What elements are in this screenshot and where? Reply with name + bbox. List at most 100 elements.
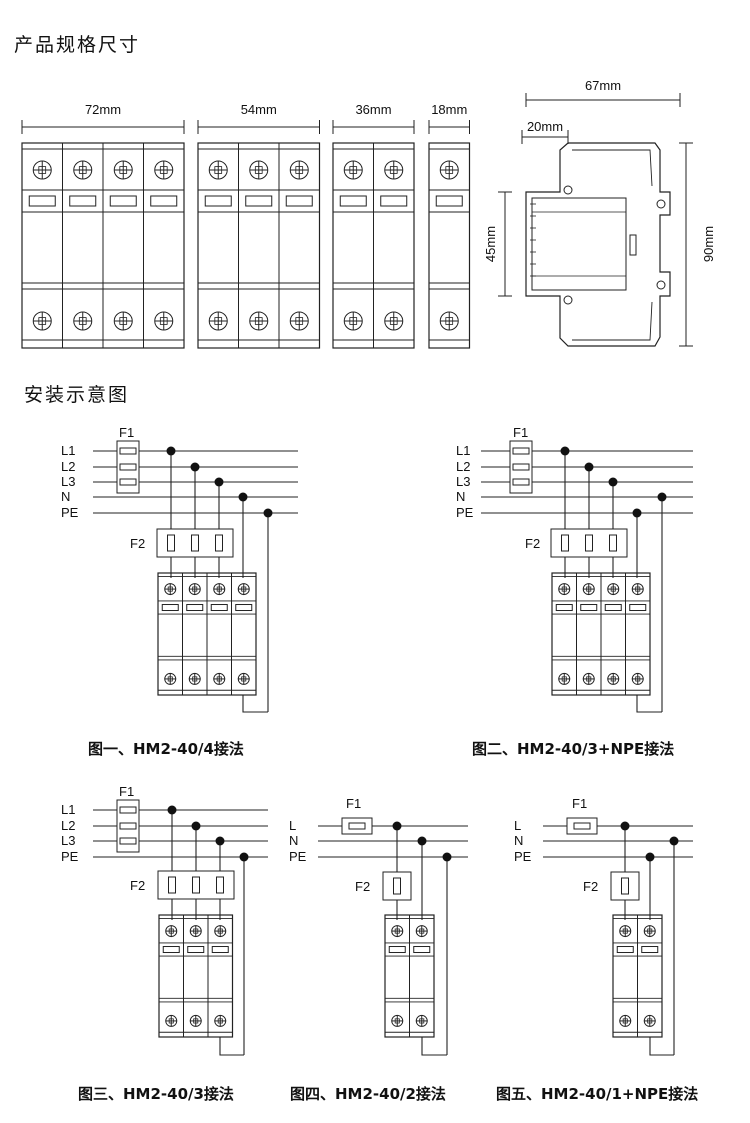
status-window (245, 195, 273, 207)
screw-terminal-icon (631, 583, 644, 596)
width-label: 54mm (241, 102, 277, 117)
bus-label-PE: PE (61, 505, 79, 520)
fuse-f2-label: F2 (355, 879, 370, 894)
screw-terminal-icon (73, 311, 93, 331)
status-window (150, 195, 178, 207)
ground-return-wire (649, 1037, 674, 1056)
screw-terminal-icon (607, 583, 620, 596)
screw-square (167, 676, 173, 682)
screw-square (168, 1018, 174, 1024)
screw-terminal-icon (208, 311, 228, 331)
status-window (555, 604, 573, 612)
status-window (339, 195, 367, 207)
fuse-f2-label: F2 (130, 878, 145, 893)
screw-terminal-icon (582, 672, 595, 685)
screw-terminal-icon (188, 672, 201, 685)
junction-dot (215, 836, 225, 846)
screw-square (159, 166, 168, 174)
junction-dot (191, 821, 201, 831)
junction-dot (669, 836, 679, 846)
junction-dot (584, 462, 594, 472)
screw-square (295, 317, 304, 325)
screw-terminal-icon (237, 583, 250, 596)
screw-terminal-icon (391, 925, 404, 938)
screw-square (216, 676, 222, 682)
screw-square (635, 586, 641, 592)
screw-terminal-icon (439, 160, 459, 180)
status-window (211, 946, 229, 954)
side-indicator (629, 234, 637, 256)
fuse-element-icon (573, 822, 591, 830)
status-window (580, 604, 598, 612)
screw-terminal-icon (619, 1014, 632, 1027)
screw-terminal-icon (164, 672, 177, 685)
screw-square (610, 676, 616, 682)
screw-square (159, 317, 168, 325)
status-window (380, 195, 408, 207)
status-window (604, 604, 622, 612)
junction-dot (238, 492, 248, 502)
screw-terminal-icon (582, 583, 595, 596)
junction-dot (442, 852, 452, 862)
side-screw-icon (656, 199, 666, 209)
fuse-f1-label: F1 (119, 784, 134, 799)
width-label: 36mm (355, 102, 391, 117)
bus-label-L: L (289, 818, 296, 833)
screw-square (295, 166, 304, 174)
fuse-element-icon (216, 876, 224, 894)
width-label: 72mm (85, 102, 121, 117)
screw-terminal-icon (643, 925, 656, 938)
screw-square (192, 586, 198, 592)
fuse-element-icon (512, 447, 530, 455)
screw-terminal-icon (213, 583, 226, 596)
screw-square (217, 928, 223, 934)
bus-label-N: N (61, 489, 70, 504)
screw-square (445, 317, 454, 325)
fuse-element-icon (192, 876, 200, 894)
spd-module-front (158, 914, 234, 1038)
screw-terminal-icon (164, 583, 177, 596)
screw-terminal-icon (208, 160, 228, 180)
spd-module-front (21, 142, 185, 349)
screw-terminal-icon (165, 1014, 178, 1027)
bus-label-N: N (456, 489, 465, 504)
spd-module-front (384, 914, 435, 1038)
screw-square (38, 166, 47, 174)
bus-label-N: N (514, 833, 523, 848)
module-outline (158, 914, 234, 1038)
caption-diagram-3: 图三、HM2-40/3接法 (78, 1085, 234, 1103)
fuse-element-icon (119, 822, 137, 830)
screw-square (445, 166, 454, 174)
fuse-element-icon (561, 534, 569, 552)
screw-terminal-icon (289, 160, 309, 180)
screw-square (254, 166, 263, 174)
status-window (161, 604, 179, 612)
side-detail (572, 301, 653, 341)
width-dimension: 72mm (21, 102, 185, 134)
screw-square (622, 1018, 628, 1024)
screw-square (214, 166, 223, 174)
screw-square (635, 676, 641, 682)
bus-label-L1: L1 (61, 443, 75, 458)
fuse-element-icon (119, 806, 137, 814)
depth-label: 67mm (585, 78, 621, 93)
caption-diagram-1: 图一、HM2-40/4接法 (88, 740, 244, 758)
total-height-label: 90mm (701, 226, 716, 262)
screw-terminal-icon (343, 311, 363, 331)
ground-return-wire (636, 695, 662, 713)
status-window (435, 195, 463, 207)
fuse-element-icon (168, 876, 176, 894)
screw-terminal-icon (384, 160, 404, 180)
screw-square (167, 586, 173, 592)
screw-square (561, 586, 567, 592)
junction-dot (239, 852, 249, 862)
screw-square (193, 928, 199, 934)
screw-terminal-icon (415, 1014, 428, 1027)
width-dimension: 36mm (332, 102, 415, 134)
fuse-f1-label: F1 (119, 425, 134, 440)
screw-terminal-icon (189, 925, 202, 938)
install-diagram-title: 安装示意图 (24, 384, 130, 406)
screw-square (241, 586, 247, 592)
